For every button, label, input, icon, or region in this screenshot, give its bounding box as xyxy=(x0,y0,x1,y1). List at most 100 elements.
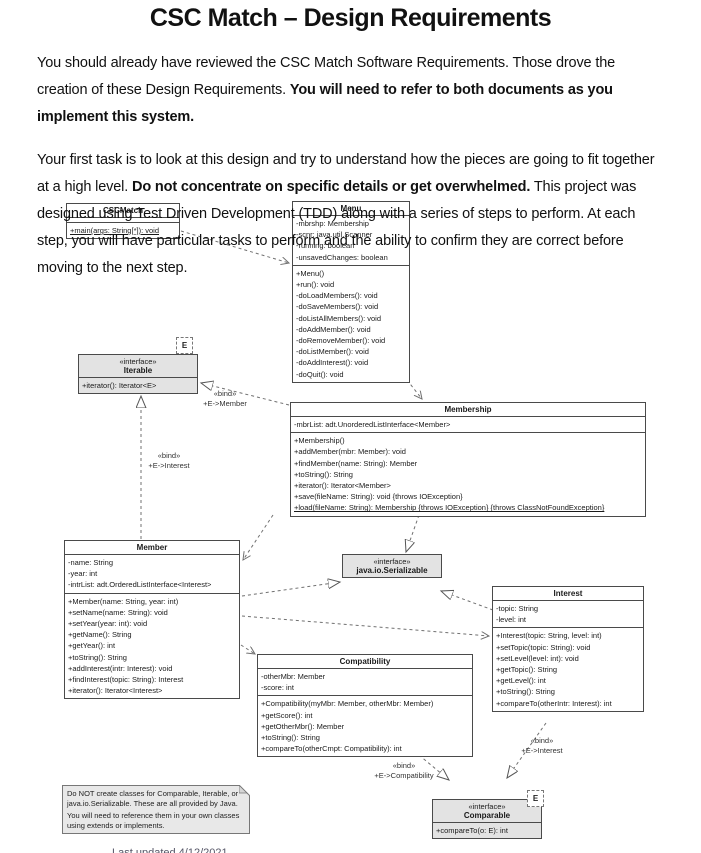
stereotype-label: «interface» xyxy=(373,557,411,566)
method: +getScore(): int xyxy=(261,710,313,720)
class-member: Member -name: String -year: int-intrList: … xyxy=(64,540,240,700)
method: +Member(name: String, year: int) xyxy=(68,596,179,606)
class-name: Membership xyxy=(444,405,492,414)
method: +setLevel(level: int): void xyxy=(496,653,579,663)
page-title: CSC Match – Design Requirements xyxy=(149,4,552,32)
method: +getName(): String xyxy=(68,630,132,640)
note-paragraph-1: Do NOT create classes for Comparable, It… xyxy=(67,789,239,808)
methods-compartment: +Interest(topic: String, level: int)+set… xyxy=(493,628,643,710)
method: +setName(name: String): void xyxy=(68,607,168,617)
class-header-interest: Interest xyxy=(493,587,643,601)
realization-membership-serializable xyxy=(406,514,420,552)
bind-stereotype: «bind» xyxy=(213,389,237,398)
uml-note: Do NOT create classes for Comparable, It… xyxy=(62,785,250,834)
intro-bold-text: You will need to refer to both documents… xyxy=(37,82,613,125)
intro-text: You should already have reviewed the CSC… xyxy=(37,55,616,98)
footer-partial-text: Last updated 4/12/2021 xyxy=(112,847,228,853)
method: +findMember(name: String): Member xyxy=(294,458,418,468)
method: +setYear(year: int): void xyxy=(68,619,148,629)
methods-compartment: +Member(name: String, year: int)+setName… xyxy=(65,594,239,699)
method: +toString(): String xyxy=(68,652,127,662)
attributes-compartment: -topic: String-level: int xyxy=(493,601,643,629)
methods-compartment: +iterator(): Iterator<E> xyxy=(79,378,197,393)
bind-e-compatibility-label: «bind»+E->Compatibility xyxy=(360,761,448,780)
method: +iterator(): Iterator<Member> xyxy=(294,481,391,491)
stereotype-label: «interface» xyxy=(468,802,506,811)
task-text-1: Your first task is to look at this desig… xyxy=(37,152,655,195)
method: +save(fileName: String): void {throws IO… xyxy=(294,492,463,502)
method: +compareTo(otherIntr: Interest): int xyxy=(496,698,612,708)
method: -doListMember(): void xyxy=(296,347,369,357)
class-iterable: «interface»Iterable +iterator(): Iterator… xyxy=(78,354,198,395)
bind-stereotype: «bind» xyxy=(157,451,181,460)
class-name: Compatibility xyxy=(339,657,391,666)
bind-stereotype: «bind» xyxy=(392,761,416,770)
attribute: -scnr: java.util.Scanner xyxy=(296,230,373,240)
class-header-comparable: «interface»Comparable xyxy=(433,800,541,823)
attribute: -name: String xyxy=(68,558,114,567)
note-paragraph-2: You will need to reference them in your … xyxy=(67,811,240,830)
attributes-compartment: -otherMbr: Member -score: int xyxy=(258,669,472,697)
realization-interest-comparable xyxy=(507,722,547,778)
attribute: -unsavedChanges: boolean xyxy=(296,252,388,262)
attribute: -level: int xyxy=(496,615,527,625)
method: +toString(): String xyxy=(294,469,353,479)
method: +load(fileName: String): Membership {thr… xyxy=(294,503,605,513)
attribute: -intrList: adt.OrderedListInterface<Inte… xyxy=(68,580,212,590)
document-text: CSC Match – Design Requirements You shou… xyxy=(0,4,701,282)
dependency-menu-membership xyxy=(406,379,422,399)
attribute: -score: int xyxy=(261,683,294,693)
bind-e-interest-lower-label: «bind»+E->Interest xyxy=(510,736,574,755)
attribute: -mbrList: adt.UnorderedListInterface<Mem… xyxy=(294,420,451,429)
method: +iterator(): Iterator<Interest> xyxy=(68,686,163,696)
method: -doRemoveMember(): void xyxy=(296,336,386,346)
method: +addInterest(intr: Interest): void xyxy=(68,663,173,673)
uml-class-diagram: Do NOT create classes for Comparable, It… xyxy=(0,4,701,853)
method: -doLoadMembers(): void xyxy=(296,291,378,301)
method: +setTopic(topic: String): void xyxy=(496,642,591,652)
method: +Compatibility(myMbr: Member, otherMbr: … xyxy=(261,699,434,709)
method: +getTopic(): String xyxy=(496,665,558,675)
method: +getLevel(): int xyxy=(496,676,546,686)
diagram-connectors xyxy=(0,230,547,853)
dependency-member-compatibility xyxy=(240,644,255,654)
method: +toString(): String xyxy=(261,733,320,743)
method: +main(args: String[*]): void xyxy=(70,226,159,235)
class-name: Iterable xyxy=(123,366,153,375)
attributes-compartment: -mbrshp: Membership-scnr: java.util.Scan… xyxy=(293,216,409,266)
class-interest: Interest-topic: String-level: int+Intere… xyxy=(492,586,644,712)
method: +compareTo(o: E): int xyxy=(436,826,508,835)
class-header-member: Member xyxy=(65,541,239,555)
attribute: -year: int xyxy=(68,569,98,579)
class-menu: Menu -mbrshp: Membership-scnr: java.util.… xyxy=(292,201,410,383)
attribute: -otherMbr: Member xyxy=(261,672,326,681)
class-name: Comparable xyxy=(463,811,511,820)
dependency-membership-member xyxy=(243,514,274,560)
method: -doAddInterest(): void xyxy=(296,358,369,368)
method: +addMember(mbr: Member): void xyxy=(294,447,406,457)
task-bold-text: Do not concentrate on specific details o… xyxy=(132,179,531,195)
task-text-2: This project was designed using Test Dri… xyxy=(37,179,637,276)
task-paragraph: Your first task is to look at this desig… xyxy=(37,147,664,282)
bind-e-member-label: «bind»+E->Member xyxy=(194,389,256,408)
class-name: Menu xyxy=(340,204,362,213)
dependency-cscmatch-menu xyxy=(180,230,289,263)
methods-compartment: +Menu()+run(): void-doLoadMembers(): voi… xyxy=(293,266,409,382)
method: +compareTo(otherCmpt: Compatibility): in… xyxy=(261,744,402,754)
method: +run(): void xyxy=(296,280,335,290)
template-parameter-iterable: E xyxy=(176,337,193,354)
class-header-iterable: «interface»Iterable xyxy=(79,355,197,378)
attribute: -running: boolean xyxy=(296,241,355,251)
class-cscmatch: CSCMatch +main(args: String[*]): void xyxy=(66,203,180,240)
method: -doSaveMembers(): void xyxy=(296,302,379,312)
method: -doListAllMembers(): void xyxy=(296,313,382,323)
bind-e-interest-upper-label: «bind»+E->Interest xyxy=(138,451,200,470)
attributes-compartment: -mbrList: adt.UnorderedListInterface<Mem… xyxy=(291,417,645,434)
class-header-membership: Membership xyxy=(291,403,645,417)
realization-interest-serializable xyxy=(441,591,494,611)
class-header-cscmatch: CSCMatch xyxy=(67,204,179,218)
bind-substitution: +E->Member xyxy=(203,398,247,408)
class-comparable: «interface»Comparable +compareTo(o: E): i… xyxy=(432,799,542,840)
method: +iterator(): Iterator<E> xyxy=(82,381,157,390)
dependency-member-interest xyxy=(241,615,489,636)
